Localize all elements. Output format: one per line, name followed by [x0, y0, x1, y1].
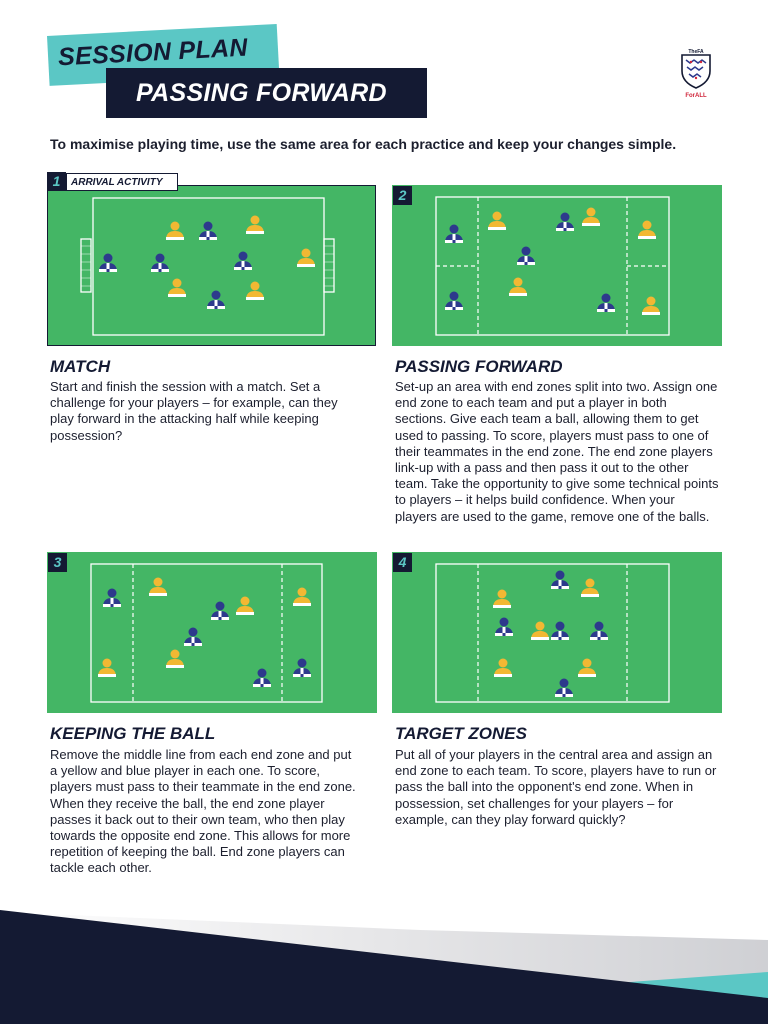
- yellow-player-icon: [578, 658, 596, 677]
- blue-player-icon: [597, 293, 615, 312]
- yellow-player-icon: [246, 281, 264, 300]
- logo-top-text: TheFA: [688, 49, 704, 55]
- section-title-passing-forward: PASSING FORWARD: [395, 357, 563, 376]
- blue-player-icon: [184, 627, 202, 646]
- pitch-4-markings: [435, 563, 670, 703]
- blue-player-icon: [151, 253, 169, 272]
- yellow-player-icon: [531, 621, 549, 640]
- blue-player-icon: [556, 212, 574, 231]
- title-banner-bottom: PASSING FORWARD: [106, 68, 427, 118]
- section-text-match: Start and finish the session with a matc…: [50, 379, 338, 443]
- intro-text: To maximise playing time, use the same a…: [50, 136, 677, 152]
- arrival-activity-tag: ARRIVAL ACTIVITY: [66, 173, 178, 191]
- blue-player-icon: [517, 246, 535, 265]
- yellow-player-icon: [168, 278, 186, 297]
- footer-graphic: [0, 910, 768, 1024]
- fa-crest-icon: TheFA ForALL: [681, 49, 711, 99]
- section-text-target-zones: Put all of your players in the central a…: [395, 747, 717, 827]
- yellow-player-icon: [166, 221, 184, 240]
- blue-player-icon: [293, 658, 311, 677]
- section-title-match: MATCH: [50, 357, 111, 376]
- blue-player-icon: [234, 251, 252, 270]
- yellow-player-icon: [246, 215, 264, 234]
- section-number-4: 4: [393, 553, 412, 572]
- section-text-passing-forward: Set-up an area with end zones split into…: [395, 379, 719, 524]
- blue-player-icon: [551, 570, 569, 589]
- pitch-3-markings: [90, 563, 323, 703]
- section-number-1: 1: [47, 172, 66, 191]
- yellow-player-icon: [642, 296, 660, 315]
- title-passing-forward: PASSING FORWARD: [136, 79, 387, 107]
- blue-player-icon: [103, 588, 121, 607]
- blue-player-icon: [495, 617, 513, 636]
- pitch-diagram-2: [392, 185, 722, 346]
- pitch-diagram-4: [392, 552, 722, 713]
- blue-player-icon: [199, 221, 217, 240]
- section-title-target-zones: TARGET ZONES: [395, 724, 527, 743]
- logo-bottom-text: ForALL: [685, 93, 707, 99]
- section-number-3: 3: [48, 553, 67, 572]
- title-session-plan: SESSION PLAN: [57, 33, 249, 72]
- yellow-player-icon: [166, 649, 184, 668]
- blue-player-icon: [555, 678, 573, 697]
- blue-player-icon: [551, 621, 569, 640]
- pitch-2-markings: [435, 196, 670, 336]
- blue-player-icon: [207, 290, 225, 309]
- blue-player-icon: [211, 601, 229, 620]
- yellow-player-icon: [236, 596, 254, 615]
- yellow-player-icon: [582, 207, 600, 226]
- blue-player-icon: [590, 621, 608, 640]
- blue-player-icon: [445, 224, 463, 243]
- yellow-player-icon: [149, 577, 167, 596]
- yellow-player-icon: [509, 277, 527, 296]
- yellow-player-icon: [494, 658, 512, 677]
- section-number-2: 2: [393, 186, 412, 205]
- blue-player-icon: [253, 668, 271, 687]
- yellow-player-icon: [297, 248, 315, 267]
- section-text-keeping-the-ball: Remove the middle line from each end zon…: [50, 747, 356, 876]
- yellow-player-icon: [488, 211, 506, 230]
- blue-player-icon: [445, 291, 463, 310]
- section-title-keeping-the-ball: KEEPING THE BALL: [50, 724, 216, 743]
- yellow-player-icon: [493, 589, 511, 608]
- yellow-player-icon: [581, 578, 599, 597]
- pitch-diagram-3: [47, 552, 377, 713]
- pitch-1-markings: [80, 197, 335, 336]
- blue-player-icon: [99, 253, 117, 272]
- yellow-player-icon: [293, 587, 311, 606]
- yellow-player-icon: [98, 658, 116, 677]
- yellow-player-icon: [638, 220, 656, 239]
- pitch-diagram-1: [47, 185, 376, 346]
